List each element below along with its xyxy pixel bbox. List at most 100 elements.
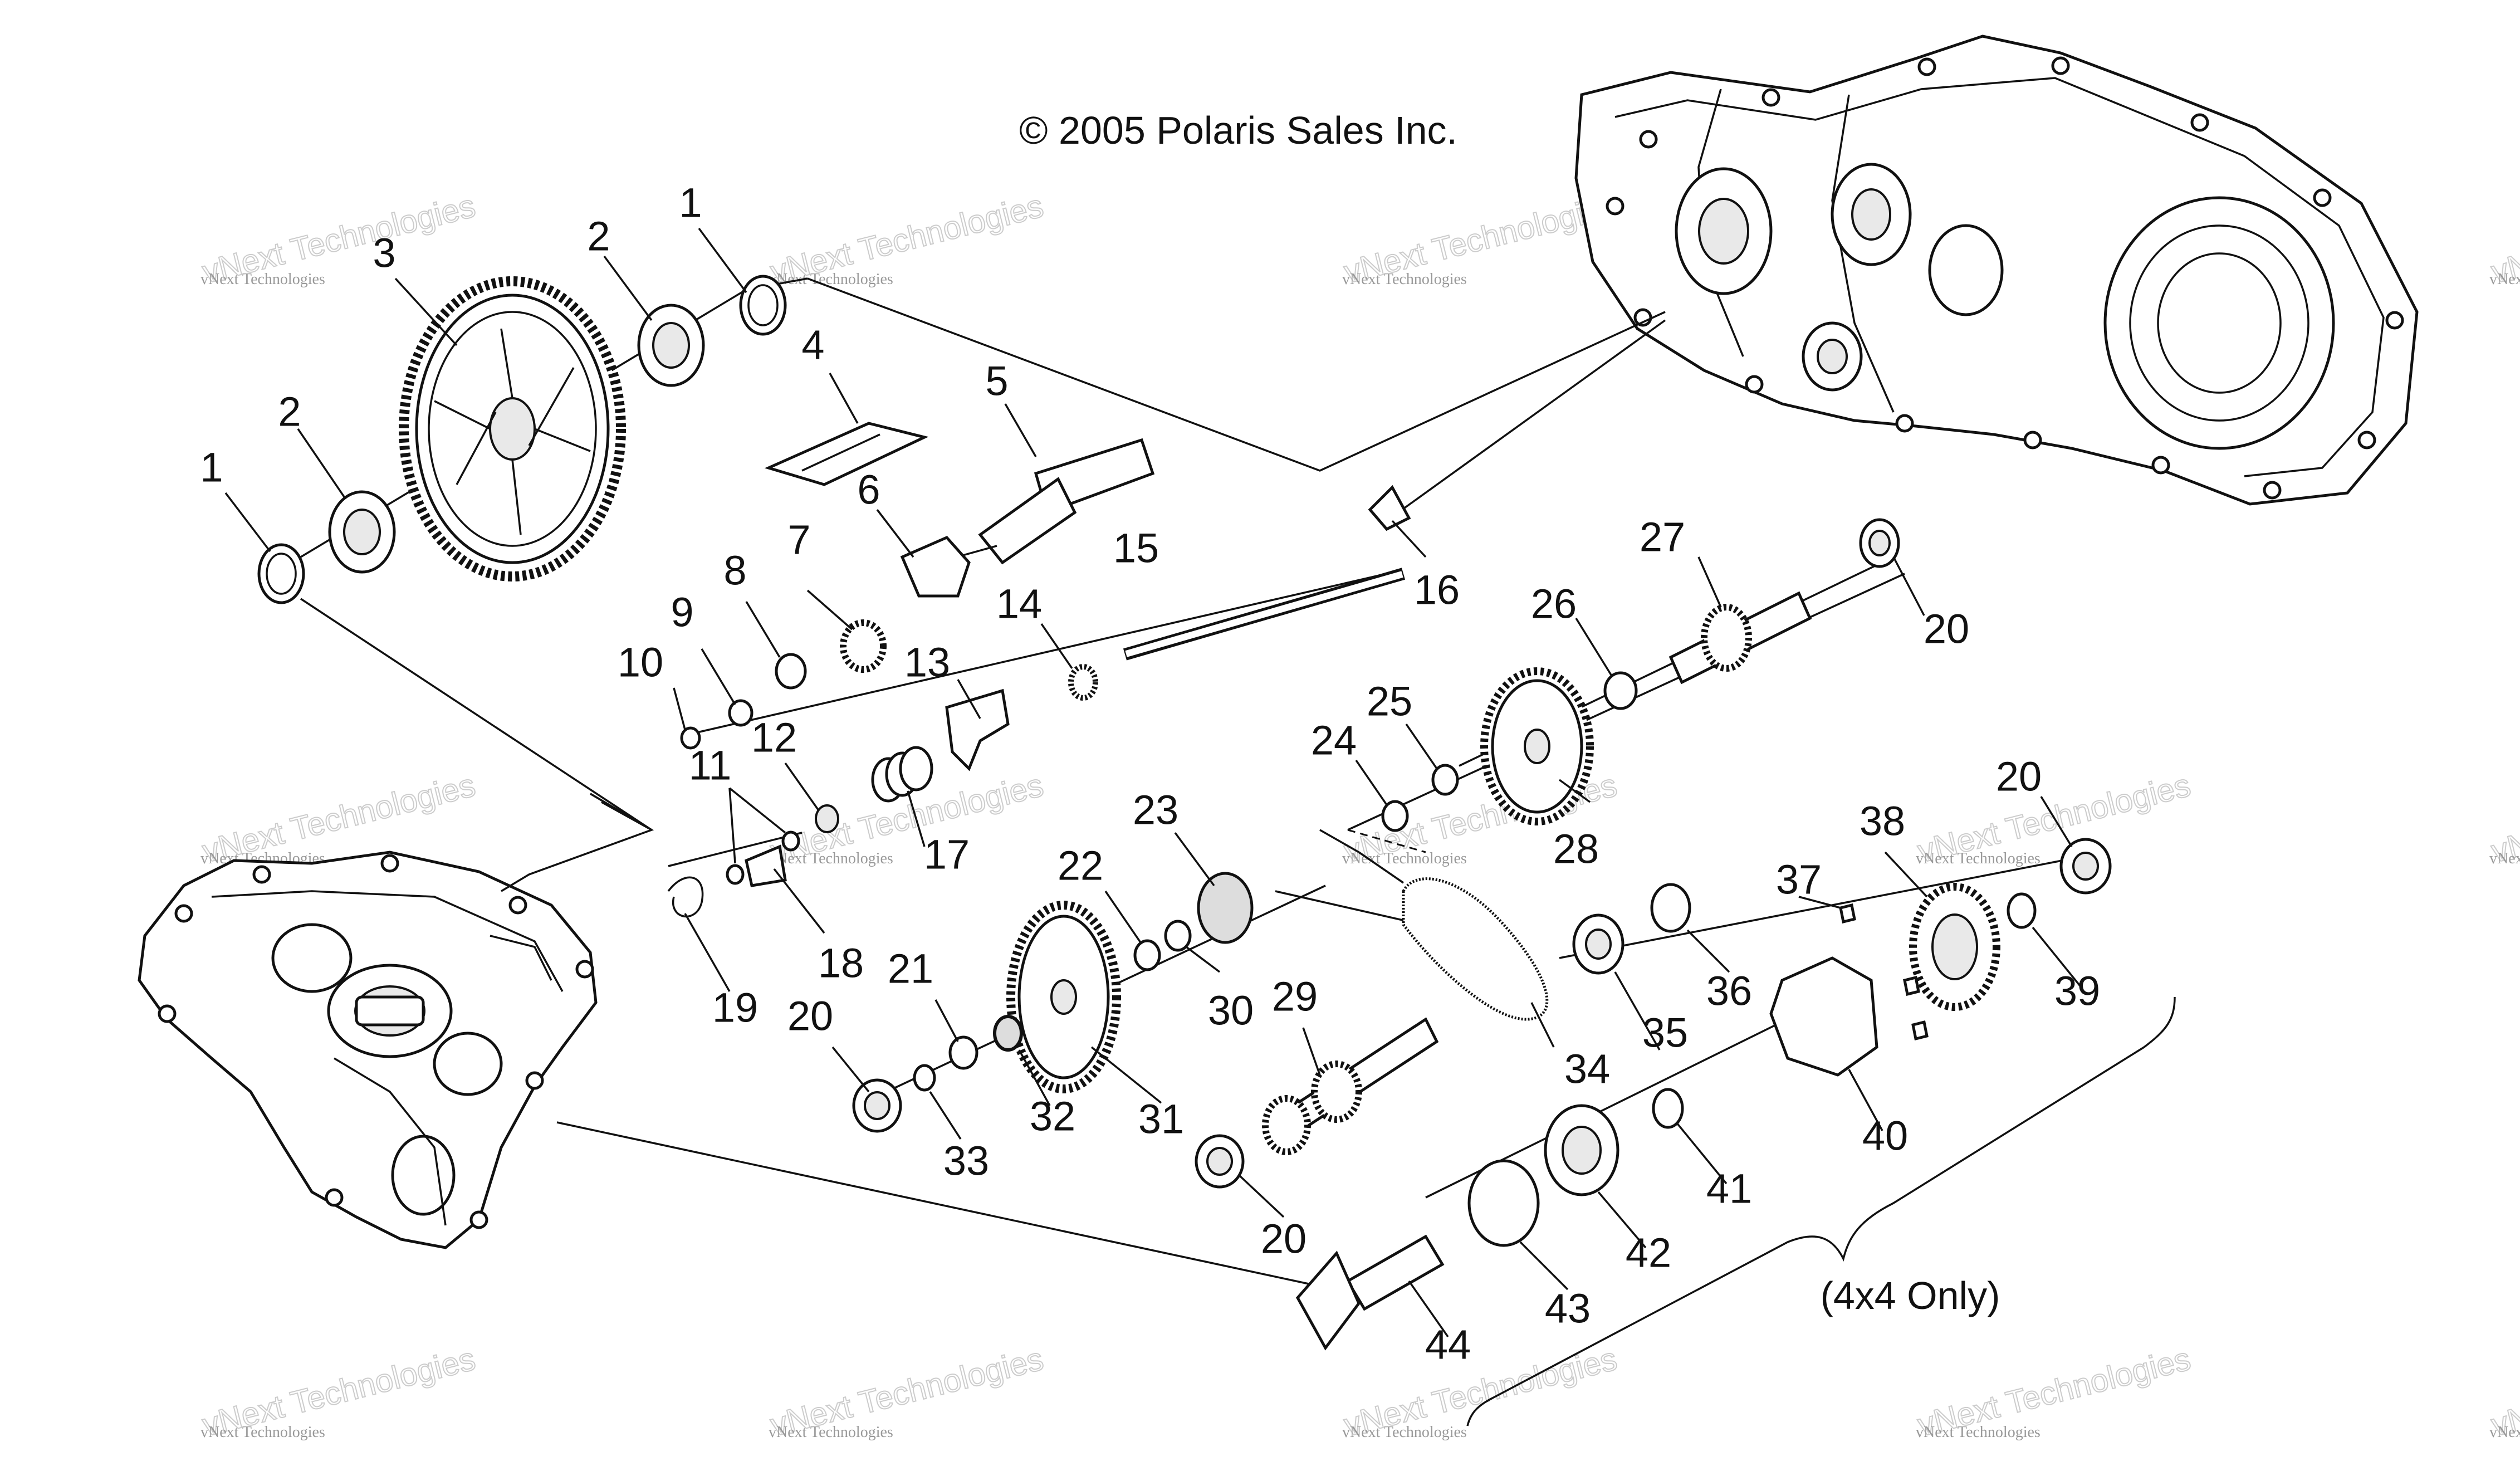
callout-c10: 10: [618, 639, 663, 686]
callout-c39: 39: [2054, 968, 2100, 1014]
part-32: [993, 1015, 1023, 1052]
callout-c1b: 1: [200, 444, 223, 491]
chain-34: [1402, 877, 1549, 1021]
four-by-four-note: (4x4 Only): [1821, 1274, 2000, 1317]
shift-drum-5: [946, 438, 1155, 565]
callout-c33: 33: [943, 1138, 989, 1184]
callout-c41: 41: [1706, 1166, 1752, 1212]
callout-c6: 6: [857, 467, 880, 513]
transmission-case-lower: [138, 851, 598, 1249]
watermark-small-text: vNext Technologies: [200, 271, 325, 288]
washer-24: [1381, 800, 1409, 832]
callout-c34: 34: [1564, 1046, 1610, 1092]
watermark-small-text: vNext Technologies: [2489, 850, 2520, 867]
callout-c20c: 20: [787, 993, 833, 1039]
watermark-small-text: vNext Technologies: [1916, 1424, 2041, 1441]
callout-c1a: 1: [679, 180, 702, 226]
shaft-29: [1262, 1017, 1439, 1155]
callout-c19: 19: [712, 985, 758, 1031]
bolt-37: [1839, 903, 1856, 924]
callout-c36: 36: [1706, 968, 1752, 1014]
callout-c4: 4: [801, 322, 824, 368]
callout-c25: 25: [1367, 678, 1412, 725]
bearing-35: [1572, 913, 1624, 975]
callout-c14: 14: [996, 581, 1042, 627]
sprocket-28: [1480, 667, 1594, 825]
callout-c2b: 2: [278, 389, 301, 435]
ring-33: [913, 1064, 936, 1092]
watermark-small-text: vNext Technologies: [1342, 1424, 1467, 1441]
callout-c27: 27: [1640, 514, 1685, 560]
callout-c21: 21: [888, 946, 933, 992]
part-18: [745, 844, 787, 887]
bearing-20-b: [2059, 838, 2112, 895]
leader-lines: [224, 227, 2081, 1338]
callout-c37: 37: [1776, 857, 1822, 903]
callout-c42: 42: [1626, 1230, 1671, 1276]
callout-c23: 23: [1133, 787, 1178, 833]
callout-c22: 22: [1058, 843, 1103, 889]
seal-36: [1650, 883, 1691, 933]
callout-c11: 11: [689, 742, 732, 789]
callout-c5: 5: [985, 358, 1008, 404]
callout-c20d: 20: [1261, 1216, 1307, 1262]
shift-fork-13: [945, 688, 1010, 771]
callout-c30: 30: [1208, 988, 1254, 1034]
washer-25: [1431, 764, 1459, 796]
transmission-case-upper: [1574, 35, 2419, 506]
shaft-27: [1668, 591, 1812, 685]
collar-17: [871, 746, 933, 803]
callout-c31: 31: [1138, 1096, 1184, 1142]
callout-c2a: 2: [587, 213, 610, 260]
callout-c28: 28: [1553, 826, 1599, 872]
washer-8: [775, 653, 807, 690]
pinion-44: [1295, 1234, 1445, 1351]
bearing-42: [1544, 1104, 1619, 1196]
watermark-small-text: vNext Technologies: [200, 1424, 325, 1441]
callout-c7: 7: [787, 517, 810, 563]
ring-22: [1133, 939, 1161, 971]
callout-c3: 3: [373, 230, 395, 276]
callout-labels: 1122345678910111213141516171819202020202…: [200, 180, 2100, 1368]
ring-10: [680, 726, 701, 750]
bearing-20-a: [1859, 518, 1900, 568]
watermark-small-text: vNext Technologies: [1342, 271, 1467, 288]
watermark-small-text: vNext Technologies: [2489, 271, 2520, 288]
gear-31: [1006, 901, 1121, 1093]
watermark-small-text: vNext Technologies: [769, 271, 893, 288]
ring-9: [728, 699, 753, 727]
part-6: [900, 535, 971, 598]
callout-c32: 32: [1030, 1093, 1075, 1140]
callout-c18: 18: [818, 940, 864, 986]
part-12: [815, 804, 839, 833]
gear-3: [399, 276, 626, 581]
callout-c16: 16: [1414, 567, 1460, 613]
gear-38: [1909, 883, 2000, 1011]
watermark-small-text: vNext Technologies: [769, 850, 893, 867]
callout-c15: 15: [1113, 525, 1159, 571]
watermark-small-text: vNext Technologies: [769, 1424, 893, 1441]
oring-43: [1467, 1159, 1540, 1247]
callout-c40: 40: [1862, 1113, 1908, 1159]
watermark-small-text: vNext Technologies: [1916, 850, 2041, 867]
group-bracket: [1466, 996, 2176, 1426]
bearing-20-d: [1195, 1134, 1245, 1189]
spring-19: [667, 876, 704, 918]
plate-40: [1769, 956, 1878, 1077]
callout-c26: 26: [1531, 581, 1577, 627]
callout-c20b: 20: [1996, 754, 2042, 800]
callout-c17: 17: [924, 832, 970, 878]
ring-39: [2007, 892, 2037, 929]
callout-c38: 38: [1860, 798, 1905, 844]
callout-c13: 13: [904, 639, 950, 686]
